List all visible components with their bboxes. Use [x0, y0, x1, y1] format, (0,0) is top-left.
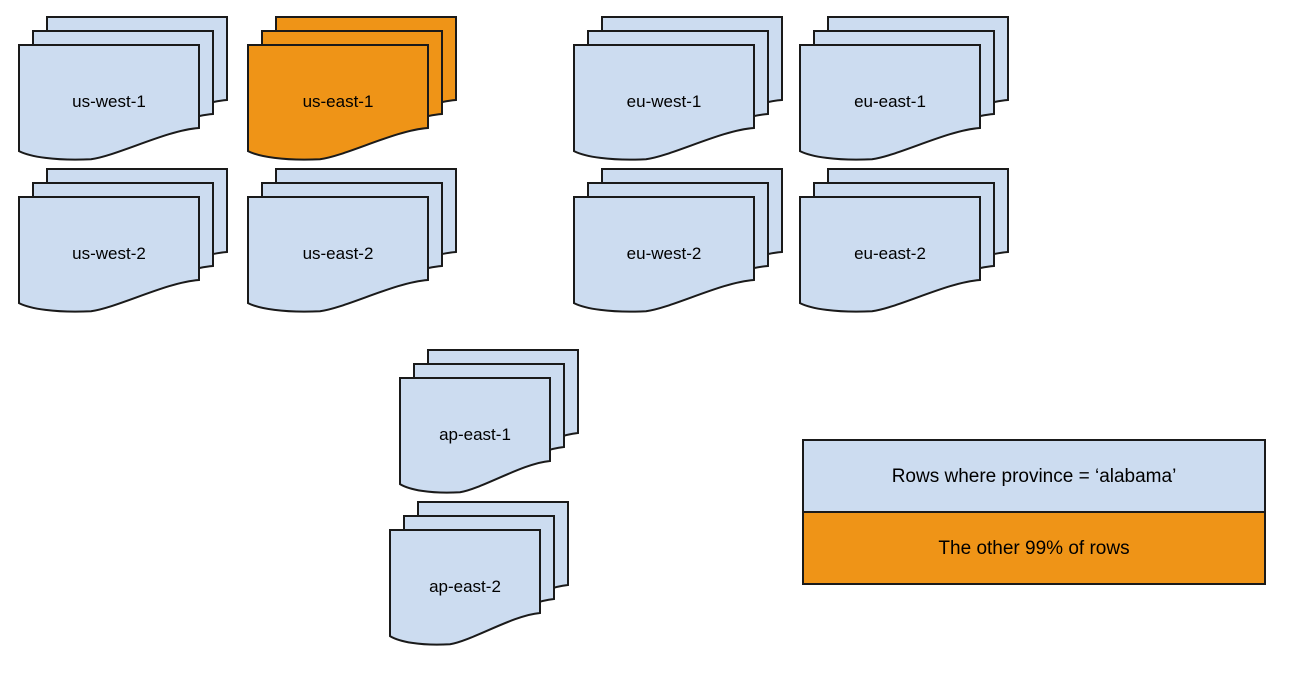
document-stack-eu-west-2[interactable]: eu-west-2	[573, 168, 783, 313]
document-stack-us-east-1[interactable]: us-east-1	[247, 16, 457, 161]
document-shape-front	[399, 377, 551, 494]
legend-swatch-blue	[802, 439, 1266, 513]
document-shape-front	[18, 196, 200, 313]
legend-row-legend-blue: Rows where province = ‘alabama’	[802, 439, 1266, 513]
document-stack-ap-east-2[interactable]: ap-east-2	[389, 501, 569, 646]
document-shape-front	[247, 44, 429, 161]
document-shape-front	[247, 196, 429, 313]
legend-row-legend-orange: The other 99% of rows	[802, 511, 1266, 585]
legend-swatch-orange	[802, 511, 1266, 585]
document-shape-front	[18, 44, 200, 161]
document-shape-front	[573, 196, 755, 313]
document-stack-eu-west-1[interactable]: eu-west-1	[573, 16, 783, 161]
document-shape-front	[799, 44, 981, 161]
document-shape-front	[799, 196, 981, 313]
document-stack-ap-east-1[interactable]: ap-east-1	[399, 349, 579, 494]
legend-layer: Rows where province = ‘alabama’The other…	[802, 439, 1266, 585]
document-stack-eu-east-2[interactable]: eu-east-2	[799, 168, 1009, 313]
document-shape-front	[573, 44, 755, 161]
document-stack-us-east-2[interactable]: us-east-2	[247, 168, 457, 313]
document-stack-eu-east-1[interactable]: eu-east-1	[799, 16, 1009, 161]
document-stack-us-west-1[interactable]: us-west-1	[18, 16, 228, 161]
document-stack-us-west-2[interactable]: us-west-2	[18, 168, 228, 313]
document-shape-front	[389, 529, 541, 646]
